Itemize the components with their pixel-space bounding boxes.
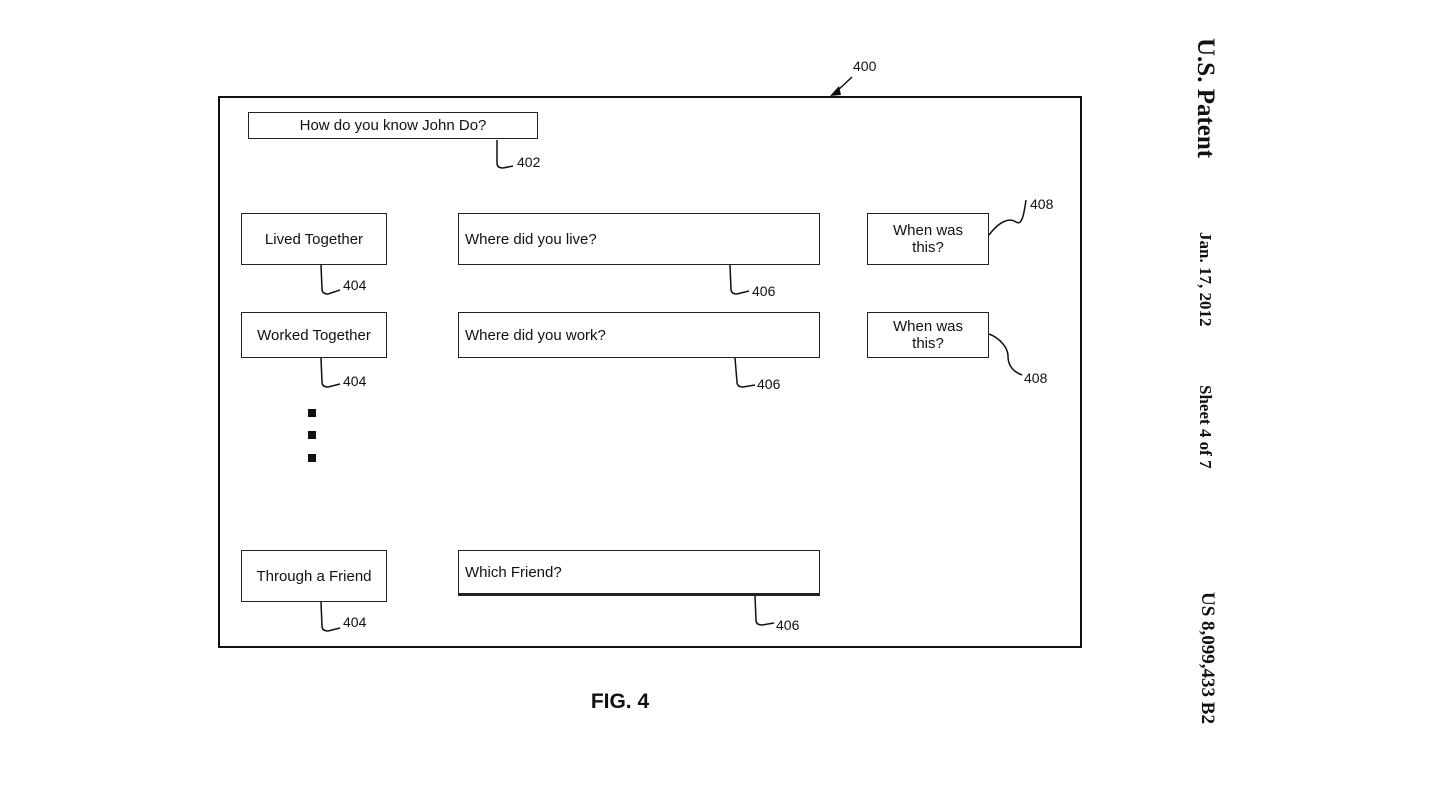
when-label: When was this? bbox=[892, 222, 964, 256]
when-was-this-field[interactable]: When was this? bbox=[867, 213, 989, 265]
option-label: Through a Friend bbox=[256, 567, 372, 585]
option-through-friend-button[interactable]: Through a Friend bbox=[241, 550, 387, 602]
when-was-this-field[interactable]: When was this? bbox=[867, 312, 989, 358]
ellipsis-dot bbox=[308, 454, 316, 462]
when-ref-label: 408 bbox=[1024, 370, 1048, 386]
patent-header-date: Jan. 17, 2012 bbox=[1196, 232, 1215, 327]
patent-header-sheet: Sheet 4 of 7 bbox=[1196, 385, 1215, 469]
figure-title: FIG. 4 bbox=[590, 690, 650, 713]
followup-label: Where did you live? bbox=[465, 230, 597, 248]
followup-label: Where did you work? bbox=[465, 326, 606, 344]
question-ref-label: 402 bbox=[517, 154, 541, 170]
ellipsis-dot bbox=[308, 409, 316, 417]
option-ref-label: 404 bbox=[343, 614, 367, 630]
followup-where-work-field[interactable]: Where did you work? bbox=[458, 312, 820, 358]
option-ref-label: 404 bbox=[343, 277, 367, 293]
patent-header-title: U.S. Patent bbox=[1192, 38, 1219, 159]
followup-ref-label: 406 bbox=[757, 376, 781, 392]
patent-header-number: US 8,099,433 B2 bbox=[1197, 592, 1218, 724]
frame-ref-label: 400 bbox=[853, 58, 877, 74]
option-label: Lived Together bbox=[264, 230, 364, 248]
followup-ref-label: 406 bbox=[776, 617, 800, 633]
when-ref-label: 408 bbox=[1030, 196, 1054, 212]
figure-frame bbox=[218, 96, 1082, 648]
question-text: How do you know John Do? bbox=[299, 117, 487, 134]
followup-where-live-field[interactable]: Where did you live? bbox=[458, 213, 820, 265]
option-worked-together-button[interactable]: Worked Together bbox=[241, 312, 387, 358]
followup-ref-label: 406 bbox=[752, 283, 776, 299]
question-box: How do you know John Do? bbox=[248, 112, 538, 139]
option-lived-together-button[interactable]: Lived Together bbox=[241, 213, 387, 265]
ellipsis-dot bbox=[308, 431, 316, 439]
option-label: Worked Together bbox=[257, 326, 371, 344]
followup-label: Which Friend? bbox=[465, 563, 562, 581]
followup-which-friend-field[interactable]: Which Friend? bbox=[458, 550, 820, 596]
frame-ref-arrowhead bbox=[830, 86, 841, 96]
when-label: When was this? bbox=[892, 318, 964, 352]
frame-ref-leader bbox=[835, 76, 853, 93]
option-ref-label: 404 bbox=[343, 373, 367, 389]
